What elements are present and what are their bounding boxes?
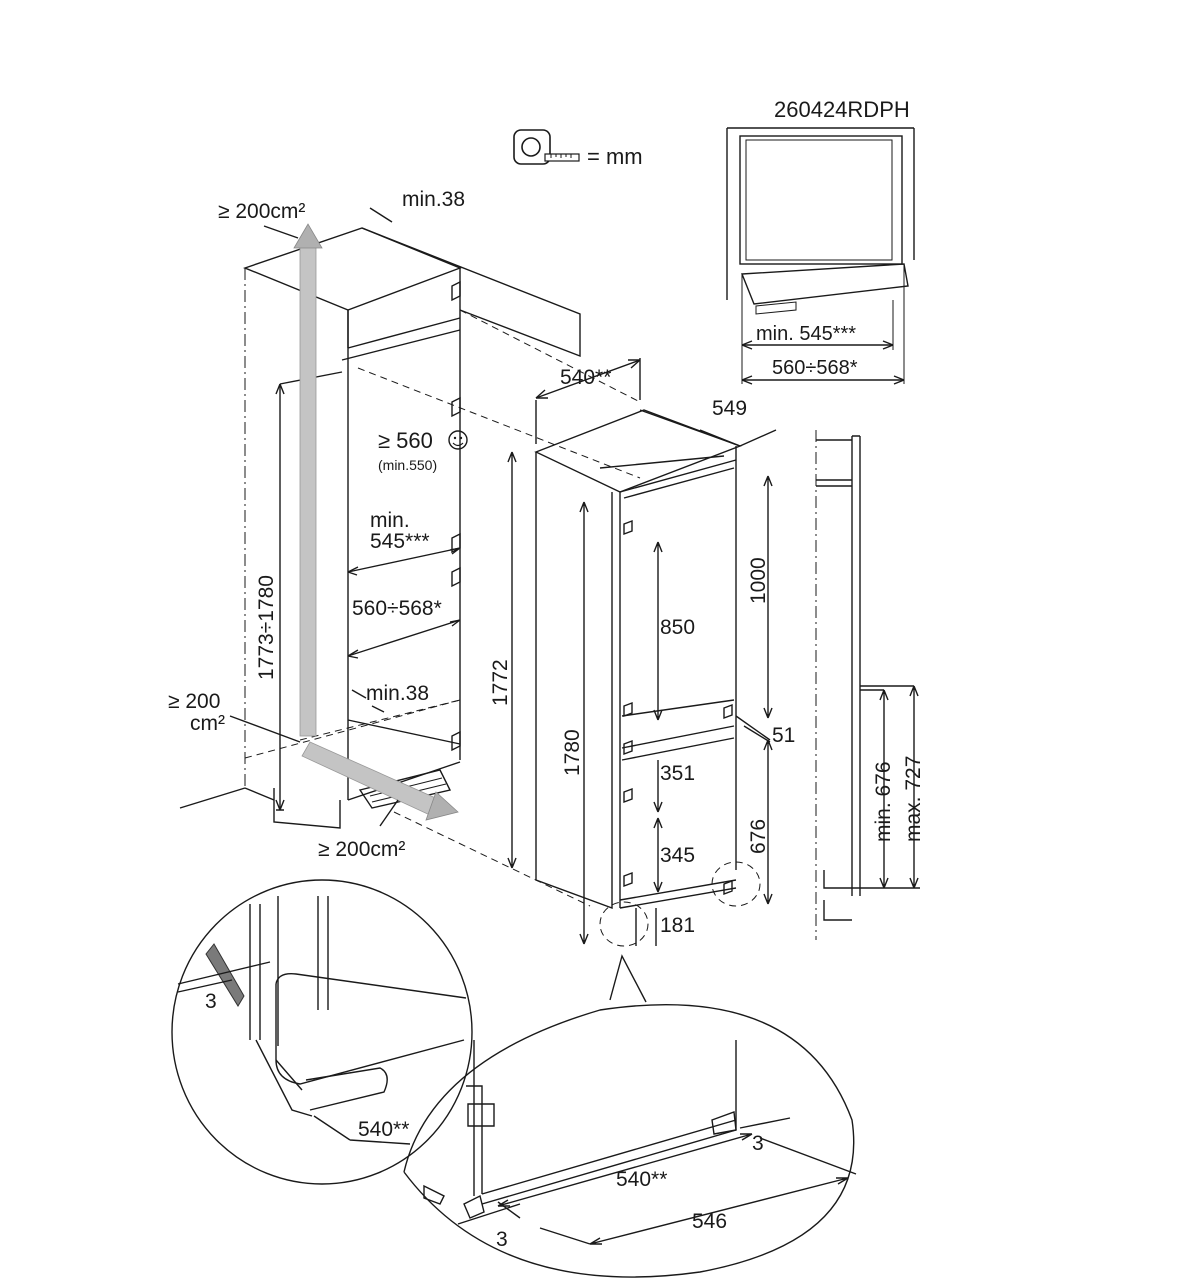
side-view-min: min. 676 bbox=[872, 761, 895, 842]
vent-side-line1: ≥ 200 bbox=[168, 690, 220, 713]
appliance-depth-540: 540** bbox=[560, 366, 611, 389]
appliance-section-351: 351 bbox=[660, 762, 695, 785]
detail-left-depth: 540** bbox=[358, 1118, 409, 1141]
vent-bottom-label: ≥ 200cm² bbox=[318, 838, 405, 861]
detail-circle-bottom bbox=[403, 954, 857, 1278]
detail-circle-left bbox=[171, 879, 473, 1185]
side-view-max: max. 727 bbox=[902, 756, 925, 842]
niche-min-depth-line2: 545*** bbox=[370, 530, 430, 553]
appliance-gap-51: 51 bbox=[772, 724, 795, 747]
appliance-upper-850: 850 bbox=[660, 616, 695, 639]
tape-measure-icon bbox=[513, 129, 580, 165]
appliance-depth-549: 549 bbox=[712, 397, 747, 420]
top-view-detail bbox=[726, 127, 915, 385]
unit-label: = mm bbox=[587, 144, 643, 169]
appliance-height-1772: 1772 bbox=[489, 659, 512, 706]
detail-bottom-gap-left: 3 bbox=[496, 1228, 508, 1251]
niche-height-range: 1773÷1780 bbox=[255, 575, 278, 680]
niche-bottom-gap: min.38 bbox=[366, 682, 429, 705]
appliance-height-1780: 1780 bbox=[561, 729, 584, 776]
detail-bottom-depth: 540** bbox=[616, 1168, 667, 1191]
vent-side-line2: cm² bbox=[190, 712, 225, 735]
appliance-body bbox=[507, 358, 777, 947]
appliance-section-345: 345 bbox=[660, 844, 695, 867]
vent-top-label: ≥ 200cm² bbox=[218, 200, 305, 223]
niche-recommended-depth: ≥ 560 bbox=[378, 428, 433, 453]
top-view-depth-range: 560÷568* bbox=[772, 357, 858, 379]
appliance-split-1000: 1000 bbox=[747, 557, 770, 604]
niche-cabinet bbox=[179, 207, 641, 907]
top-view-min-depth: min. 545*** bbox=[756, 323, 856, 345]
model-code: 260424RDPH bbox=[774, 97, 910, 122]
niche-depth-range: 560÷568* bbox=[352, 597, 442, 620]
appliance-foot-181: 181 bbox=[660, 914, 695, 937]
niche-recommended-depth-min: (min.550) bbox=[378, 457, 437, 473]
niche-min-depth-line1: min. bbox=[370, 509, 410, 532]
side-view-detail bbox=[815, 430, 920, 940]
detail-bottom-width: 546 bbox=[692, 1210, 727, 1233]
niche-top-gap: min.38 bbox=[402, 188, 465, 211]
smiley-icon bbox=[448, 430, 468, 450]
appliance-lower-676: 676 bbox=[747, 819, 770, 854]
detail-left-gap: 3 bbox=[205, 990, 217, 1013]
detail-bottom-gap-right: 3 bbox=[752, 1132, 764, 1155]
